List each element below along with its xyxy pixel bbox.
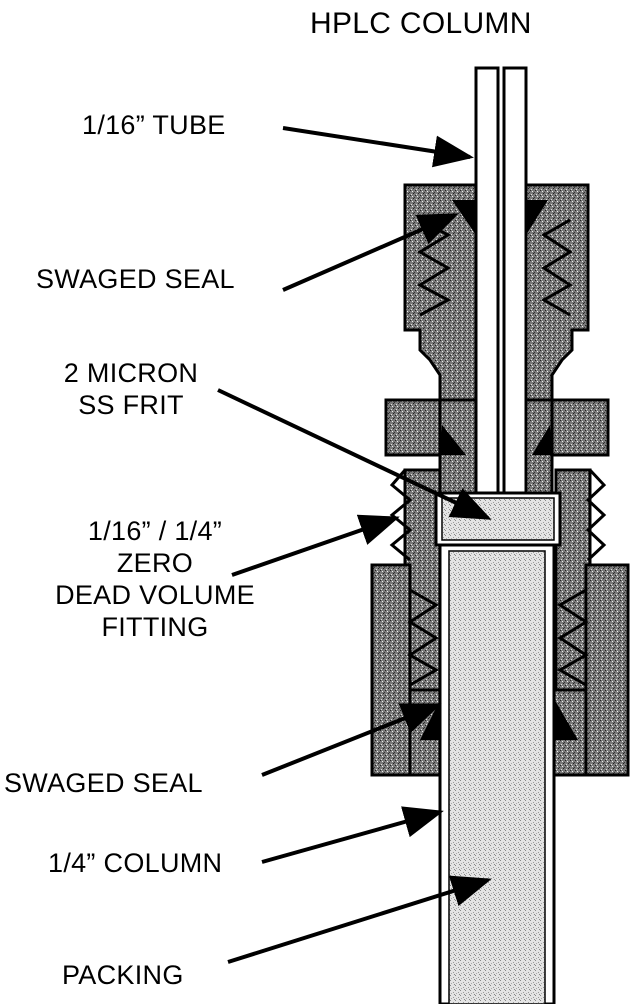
arrow-packing: [227, 875, 492, 964]
label-packing: PACKING: [62, 960, 184, 990]
tube-1-16: [474, 66, 528, 498]
label-frit: 2 MICRON SS FRIT: [36, 358, 226, 422]
label-fitting: 1/16” / 1/4” ZERO DEAD VOLUME FITTING: [20, 516, 290, 643]
column-1-4: [438, 543, 556, 1004]
lower-thread-right: [556, 588, 589, 687]
arrow-tube: [282, 126, 474, 168]
arrow-frit: [217, 388, 492, 520]
label-fitting-line1: 1/16” / 1/4”: [87, 516, 223, 546]
lower-thread-left: [407, 588, 440, 687]
arrow-swaged-seal-bottom: [261, 703, 442, 777]
body-collar: [384, 398, 610, 497]
upper-thread-right: [540, 218, 573, 317]
arrow-column: [261, 806, 444, 864]
label-swaged-seal-top: SWAGED SEAL: [36, 264, 235, 294]
upper-ferrule-left: [452, 200, 476, 235]
label-fitting-line2: ZERO: [116, 547, 194, 578]
diagram-title: HPLC COLUMN: [310, 7, 532, 40]
label-fitting-line3: DEAD VOLUME: [55, 579, 255, 610]
label-frit-line2: SS FRIT: [78, 389, 184, 420]
leader-arrows: [217, 126, 492, 964]
arrow-swaged-seal-top: [282, 213, 459, 292]
label-swaged-seal-bottom: SWAGED SEAL: [4, 768, 203, 798]
label-tube: 1/16” TUBE: [82, 110, 226, 140]
label-fitting-line4: FITTING: [101, 611, 209, 642]
lower-ferrule-right: [549, 690, 578, 740]
upper-ferrule-right: [526, 200, 548, 235]
label-column: 1/4” COLUMN: [48, 848, 223, 878]
outer-thread-right: [585, 468, 607, 562]
label-frit-line1: 2 MICRON: [63, 358, 199, 388]
arrow-fitting: [231, 514, 400, 577]
